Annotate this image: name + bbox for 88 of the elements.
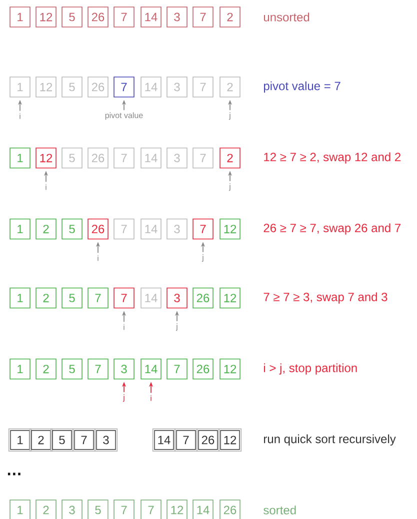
number-cell: 2 xyxy=(220,76,240,98)
number-cell: 7 xyxy=(192,76,214,98)
number-cell: 2 xyxy=(29,428,53,452)
step-description: i > j, stop partition xyxy=(264,363,357,375)
number-cell: 26 xyxy=(88,148,108,168)
number-cell: 5 xyxy=(62,288,82,308)
number-cell: 5 xyxy=(62,148,82,168)
number-cell: 12 xyxy=(218,428,242,452)
number-cell: 3 xyxy=(166,148,188,168)
step-description: run quick sort recursively xyxy=(264,434,396,446)
number-cell: 7 xyxy=(192,6,214,28)
number-cell: 14 xyxy=(140,76,162,98)
number-cell: 7 xyxy=(72,428,96,452)
number-cell: 14 xyxy=(140,288,162,308)
number-cell: 26 xyxy=(196,428,220,452)
number-cell: 5 xyxy=(62,218,82,240)
pointer-label: j xyxy=(202,254,204,262)
pointer-label: i xyxy=(150,395,152,401)
pointer-label: j xyxy=(122,394,124,402)
step-description: 26 ≥ 7 ≥ 7, swap 26 and 7 xyxy=(264,223,400,235)
number-cell: 1 xyxy=(10,358,30,380)
number-cell: 26 xyxy=(192,288,214,308)
number-cell: 2 xyxy=(36,500,56,519)
number-cell: 7 xyxy=(114,148,134,168)
number-cell: 14 xyxy=(192,500,214,519)
number-cell: 2 xyxy=(36,288,56,308)
number-cell: 5 xyxy=(62,76,82,98)
number-cell: 7 xyxy=(192,148,214,168)
number-cell: 3 xyxy=(166,76,188,98)
number-cell: 5 xyxy=(50,428,74,452)
number-cell: 26 xyxy=(88,218,108,240)
number-cell: 26 xyxy=(88,6,108,28)
number-cell: 12 xyxy=(36,148,56,168)
number-cell: 7 xyxy=(192,218,214,240)
number-cell: 7 xyxy=(114,76,134,98)
pointer-label: pivot value xyxy=(105,112,143,120)
number-cell: 14 xyxy=(140,6,162,28)
number-cell: 1 xyxy=(10,218,30,240)
pointer-label: j xyxy=(176,323,178,331)
number-cell: 5 xyxy=(62,358,82,380)
number-cell: 1 xyxy=(10,6,30,28)
number-cell: 2 xyxy=(220,148,240,168)
number-cell: 3 xyxy=(166,288,188,308)
number-cell: 14 xyxy=(140,148,162,168)
number-cell: 7 xyxy=(88,288,108,308)
number-cell: 3 xyxy=(62,500,82,519)
number-cell: 1 xyxy=(10,148,30,168)
number-cell: 12 xyxy=(166,500,188,519)
number-cell: 2 xyxy=(36,218,56,240)
number-cell: 7 xyxy=(140,500,162,519)
number-cell: 7 xyxy=(166,358,188,380)
step-description: unsorted xyxy=(264,12,310,22)
number-cell: 5 xyxy=(62,6,82,28)
number-cell: 5 xyxy=(88,500,108,519)
number-cell: 7 xyxy=(114,218,134,240)
number-cell: 3 xyxy=(166,218,188,240)
number-cell: 12 xyxy=(220,358,240,380)
ellipsis: … xyxy=(8,472,20,476)
number-cell: 7 xyxy=(174,428,198,452)
number-cell: 12 xyxy=(220,288,240,308)
number-cell: 7 xyxy=(114,6,134,28)
number-cell: 2 xyxy=(36,358,56,380)
step-description: sorted xyxy=(264,506,296,514)
number-cell: 26 xyxy=(220,500,240,519)
pointer-label: j xyxy=(228,183,230,191)
number-cell: 3 xyxy=(114,358,134,380)
pointer-label: j xyxy=(228,112,230,120)
number-cell: 2 xyxy=(220,6,240,28)
number-cell: 7 xyxy=(114,288,134,308)
number-cell: 3 xyxy=(94,428,118,452)
number-cell: 1 xyxy=(8,428,32,452)
number-cell: 1 xyxy=(10,288,30,308)
number-cell: 7 xyxy=(88,358,108,380)
number-cell: 26 xyxy=(192,358,214,380)
number-cell: 14 xyxy=(140,218,162,240)
number-cell: 12 xyxy=(36,6,56,28)
number-cell: 26 xyxy=(88,76,108,98)
number-cell: 12 xyxy=(220,218,240,240)
step-description: 7 ≥ 7 ≥ 3, swap 7 and 3 xyxy=(264,292,388,304)
number-cell: 14 xyxy=(140,358,162,380)
number-cell: 14 xyxy=(152,428,176,452)
number-cell: 1 xyxy=(10,76,30,98)
number-cell: 1 xyxy=(10,500,30,519)
number-cell: 12 xyxy=(36,76,56,98)
step-description: 12 ≥ 7 ≥ 2, swap 12 and 2 xyxy=(264,152,400,164)
step-description: pivot value = 7 xyxy=(264,81,340,93)
number-cell: 7 xyxy=(114,500,134,519)
number-cell: 3 xyxy=(166,6,188,28)
